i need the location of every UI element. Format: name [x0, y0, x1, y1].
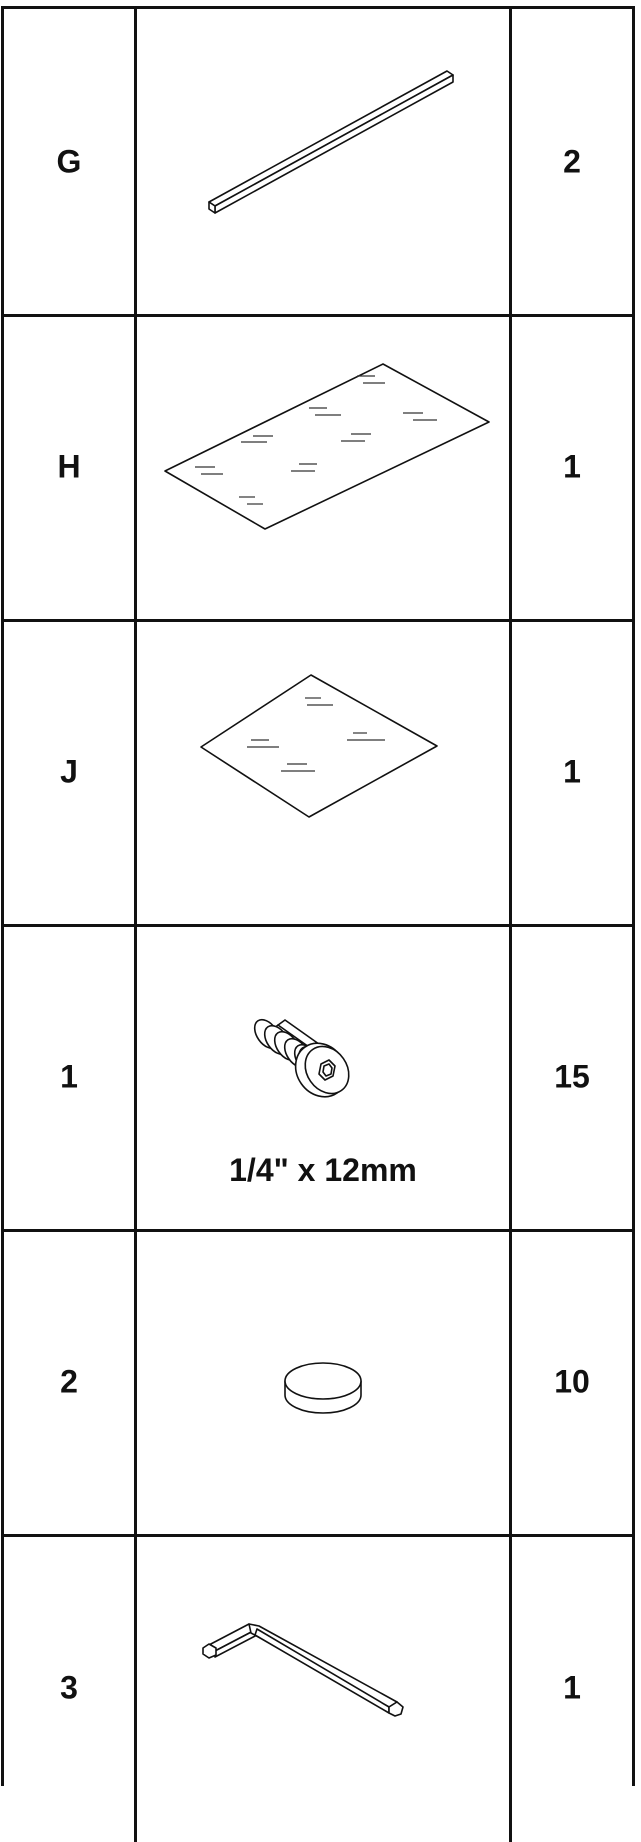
part-quantity: 1: [563, 1669, 581, 1706]
felt-pad-icon: [284, 1362, 362, 1414]
part-quantity-cell: 2: [512, 9, 632, 314]
part-id-cell: 2: [4, 1229, 137, 1534]
part-quantity-cell: 1: [512, 314, 632, 619]
part-quantity-cell: 10: [512, 1229, 632, 1534]
part-image-cell: [137, 619, 512, 924]
part-id: 3: [60, 1669, 78, 1706]
part-image-cell: 1/4" x 12mm: [137, 924, 512, 1229]
large-glass-panel-icon: [164, 363, 490, 530]
part-row-g: G 2: [4, 9, 632, 317]
part-quantity: 15: [554, 1058, 590, 1094]
parts-list-table: G 2 H: [1, 6, 635, 1842]
part-quantity: 2: [563, 143, 581, 179]
part-quantity-cell: 1: [512, 619, 632, 924]
part-id-cell: G: [4, 9, 137, 314]
part-quantity-cell: 1: [512, 1534, 632, 1842]
part-quantity: 1: [563, 753, 581, 789]
part-id-cell: H: [4, 314, 137, 619]
rod-icon: [208, 70, 454, 214]
part-id: G: [56, 143, 82, 179]
part-row-1: 1 1/4" x 12mm 15: [4, 924, 632, 1232]
part-id: 2: [60, 1363, 78, 1399]
allen-wrench-icon: [202, 1623, 404, 1717]
part-id-cell: J: [4, 619, 137, 924]
small-glass-panel-icon: [200, 674, 438, 818]
part-id: H: [57, 448, 81, 484]
part-image-cell: [137, 1229, 512, 1534]
part-id-cell: 1: [4, 924, 137, 1229]
part-id: 1: [60, 1058, 78, 1094]
part-image-cell: [137, 314, 512, 619]
part-image-cell: [137, 9, 512, 314]
part-id: J: [60, 753, 78, 789]
part-row-h: H 1: [4, 314, 632, 622]
hex-bolt-icon: [253, 1018, 350, 1098]
part-row-3: 3 1: [4, 1534, 632, 1842]
part-row-j: J 1: [4, 619, 632, 927]
part-image-cell: [137, 1534, 512, 1842]
part-quantity: 10: [554, 1363, 590, 1399]
part-id-cell: 3: [4, 1534, 137, 1842]
part-quantity: 1: [563, 448, 581, 484]
bolt-size-label: 1/4" x 12mm: [229, 1152, 417, 1188]
part-row-2: 2 10: [4, 1229, 632, 1537]
part-quantity-cell: 15: [512, 924, 632, 1229]
